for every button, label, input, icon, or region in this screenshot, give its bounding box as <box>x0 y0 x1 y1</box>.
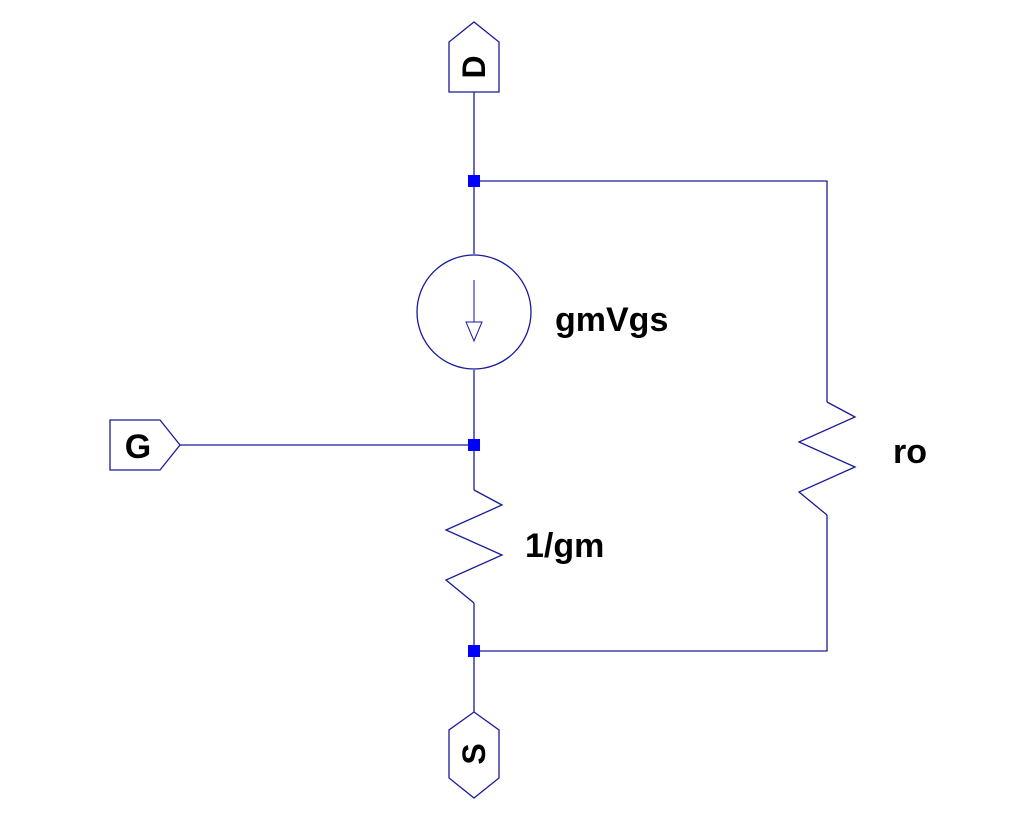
gate-port-label: G <box>125 428 151 466</box>
gate-port-flag <box>109 419 181 471</box>
current-source <box>416 254 532 370</box>
drain-port-label: D <box>456 55 492 78</box>
current-source-label: gmVgs <box>555 301 668 339</box>
source-resistor <box>444 489 504 604</box>
source-port-label: S <box>456 743 492 764</box>
wire-ro-to-bottom <box>474 515 828 652</box>
wire-top-to-ro <box>474 180 828 402</box>
junction-gate <box>468 439 480 451</box>
drain-port-flag <box>448 21 500 93</box>
source-port: S <box>448 711 500 799</box>
junction-top <box>468 175 480 187</box>
output-resistor-label: ro <box>893 433 927 471</box>
wires <box>180 92 828 712</box>
junction-bottom <box>468 645 480 657</box>
output-resistor <box>797 401 857 516</box>
junctions <box>468 175 480 657</box>
source-port-flag <box>448 711 500 799</box>
current-source-arrow-head-icon <box>465 321 483 343</box>
current-source-circle <box>416 254 532 370</box>
drain-port: D <box>448 21 500 93</box>
gate-port: G <box>109 419 181 471</box>
source-resistor-label: 1/gm <box>525 527 604 565</box>
